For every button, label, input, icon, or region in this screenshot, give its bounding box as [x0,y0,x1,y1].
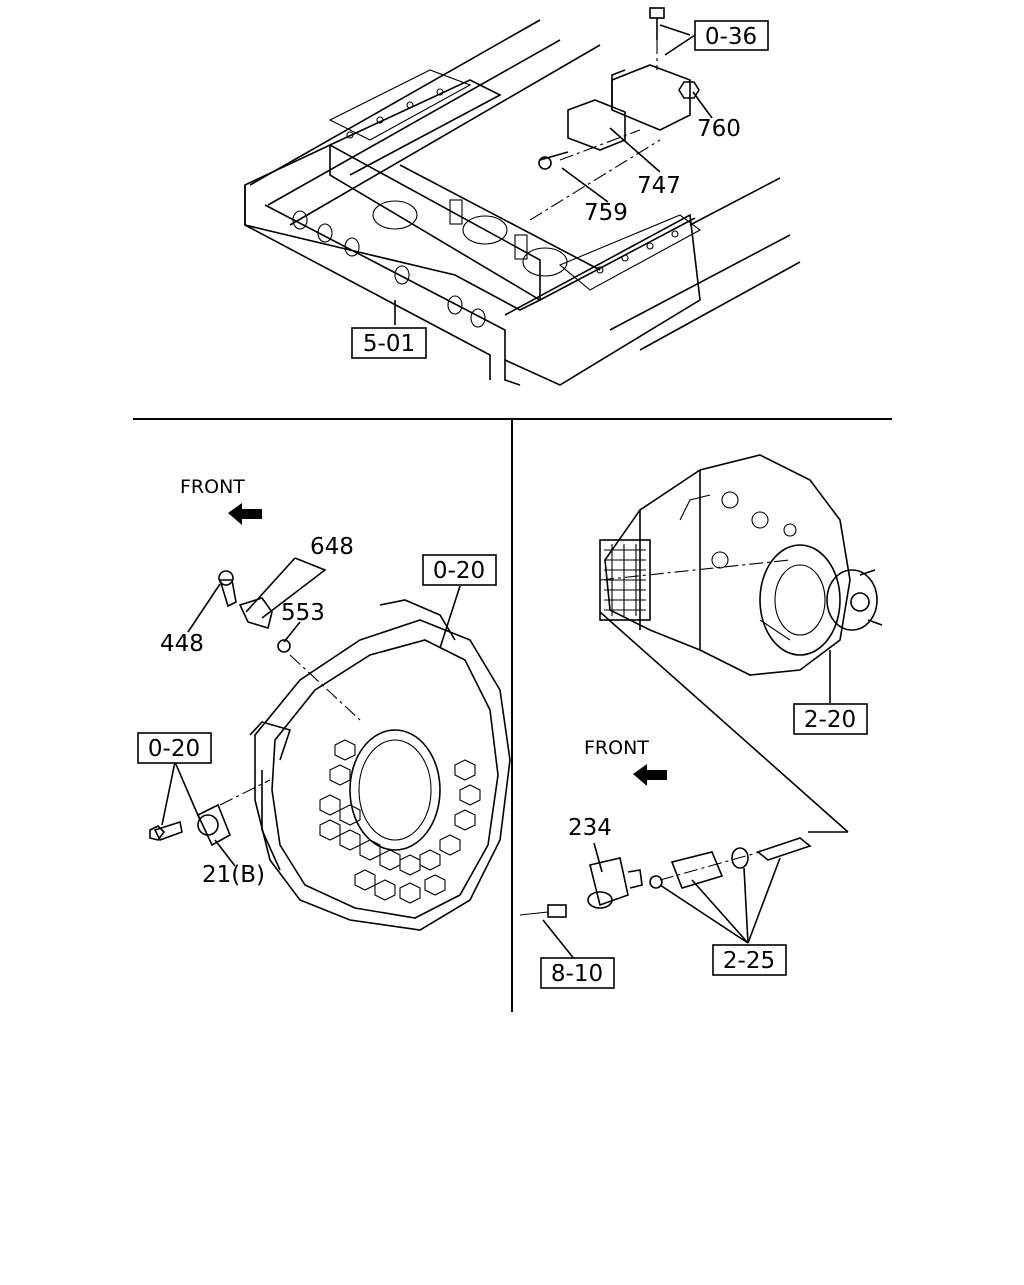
top-leaders [394,24,713,325]
ref-box-2-25[interactable]: 2-25 [712,944,787,976]
ref-label: 0-20 [433,558,485,584]
front-label-right: FRONT [584,737,649,759]
part-number-648[interactable]: 648 [310,534,354,560]
part-number-21b[interactable]: 21(B) [202,862,265,888]
part-number-234[interactable]: 234 [568,815,612,841]
front-arrow-icon [228,503,262,525]
right-leaders [542,611,849,961]
transmission-illustration [519,454,883,918]
ref-label: 8-10 [551,961,603,987]
left-leaders [161,557,461,867]
ref-label: 2-20 [804,707,856,733]
ref-label: 5-01 [363,331,415,357]
part-number-747[interactable]: 747 [637,173,681,199]
ref-box-8-10[interactable]: 8-10 [540,957,615,989]
ref-box-0-20-top[interactable]: 0-20 [422,554,497,586]
front-arrow-icon [633,764,667,786]
ref-box-2-20[interactable]: 2-20 [793,703,868,735]
ref-box-0-36[interactable]: 0-36 [694,20,769,51]
front-label-left: FRONT [180,476,245,498]
ref-label: 2-25 [723,948,775,974]
ref-box-0-20-left[interactable]: 0-20 [137,732,212,764]
ref-label: 0-20 [148,736,200,762]
part-number-553[interactable]: 553 [281,600,325,626]
part-number-760[interactable]: 760 [697,116,741,142]
ref-label: 0-36 [705,24,757,50]
flywheel-housing-illustration [149,570,511,931]
frame-crossmember-illustration [244,7,801,386]
part-number-448[interactable]: 448 [160,631,204,657]
part-number-759[interactable]: 759 [584,200,628,226]
ref-box-5-01[interactable]: 5-01 [351,327,427,359]
